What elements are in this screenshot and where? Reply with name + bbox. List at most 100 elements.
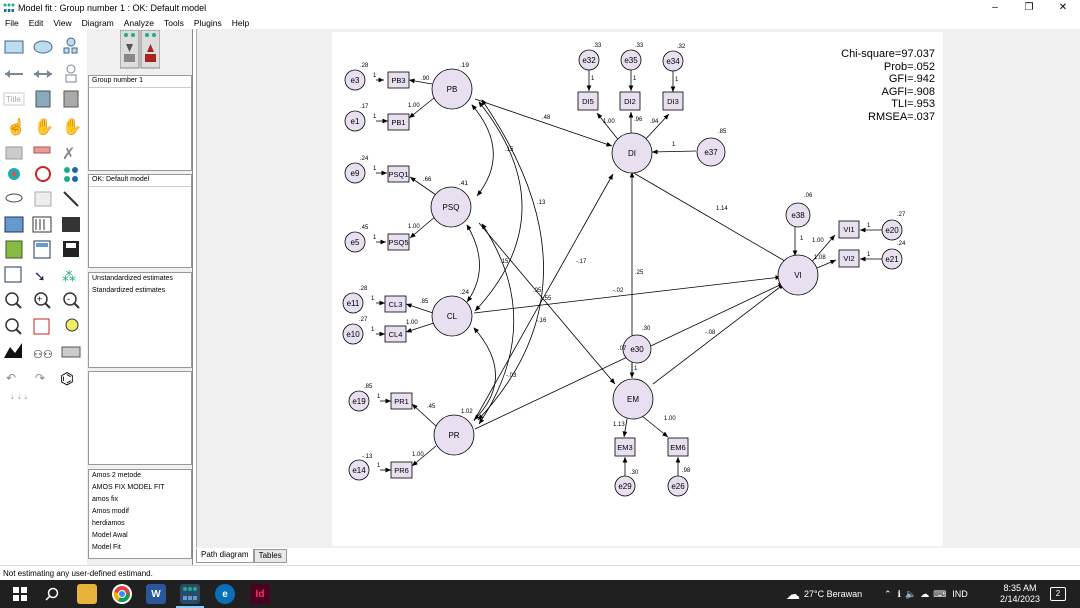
indesign-icon[interactable]: Id [250, 584, 270, 604]
error-e5[interactable] [344, 231, 366, 253]
latent-vi[interactable] [777, 254, 819, 296]
language-indicator[interactable]: IND [952, 589, 968, 599]
error-e1[interactable] [344, 110, 366, 132]
error-e32[interactable] [578, 49, 600, 71]
standardized-option[interactable]: Standardized estimates [92, 287, 166, 294]
error-e38[interactable] [785, 202, 811, 228]
fit-page-icon[interactable] [33, 318, 50, 335]
maximize-button[interactable]: ❐ [1024, 2, 1034, 13]
shape-change-icon[interactable] [8, 168, 20, 180]
print-icon[interactable] [61, 346, 81, 358]
preserve-symmetries-icon[interactable]: ⁂ [62, 268, 76, 284]
menu-tools[interactable]: Tools [164, 17, 184, 28]
onedrive-icon[interactable]: ☁ [920, 588, 930, 599]
file-item[interactable]: Amos modif [92, 508, 129, 515]
analysis-properties-icon[interactable] [32, 216, 52, 233]
file-item[interactable]: Amos 2 metode [92, 472, 142, 479]
notification-badge[interactable]: 2 [1050, 587, 1066, 601]
error-e11[interactable] [342, 292, 364, 314]
drag-properties-icon[interactable]: ➘ [34, 268, 46, 284]
duplicate-icon[interactable] [5, 146, 23, 160]
observed-psq5[interactable] [387, 233, 410, 251]
chrome-icon[interactable] [112, 584, 132, 604]
observed-pb1[interactable] [387, 113, 410, 131]
error-e10[interactable] [342, 323, 364, 345]
draw-unobserved-icon[interactable] [33, 40, 53, 54]
observed-cl4[interactable] [384, 325, 407, 343]
unique-variable-icon[interactable] [65, 64, 77, 83]
move-icon[interactable] [33, 146, 51, 154]
multiple-group-icon[interactable]: ⚇⚇ [33, 349, 53, 361]
observed-di3[interactable] [662, 91, 684, 111]
file-item[interactable]: Model Fit [92, 544, 121, 551]
file-explorer-icon[interactable] [77, 584, 97, 604]
observed-di5[interactable] [577, 91, 599, 111]
magnifier-icon[interactable] [65, 318, 79, 332]
zoom-out-icon[interactable]: - [63, 292, 80, 309]
network-icon[interactable]: ℹ [897, 588, 901, 599]
rotate-icon[interactable] [35, 166, 51, 182]
menu-plugins[interactable]: Plugins [193, 17, 222, 28]
minimize-button[interactable]: – [992, 2, 998, 13]
error-e21[interactable] [881, 248, 903, 270]
groups-item[interactable]: Group number 1 [89, 76, 191, 88]
latent-cl[interactable] [431, 295, 473, 337]
tab-tables[interactable]: Tables [253, 549, 287, 563]
observed-em3[interactable] [614, 437, 636, 457]
zoom-in-area-icon[interactable] [5, 292, 22, 309]
error-e20[interactable] [881, 219, 903, 241]
error-e3[interactable] [344, 69, 366, 91]
save-icon[interactable] [63, 241, 79, 257]
title-icon[interactable]: Title [3, 92, 25, 106]
view-input-output-toggle[interactable] [119, 29, 161, 70]
select-one-icon[interactable]: ☝ [6, 117, 26, 136]
observed-pr6[interactable] [390, 461, 413, 479]
single-arrow-icon[interactable] [5, 70, 23, 78]
reflect-icon[interactable] [64, 167, 78, 182]
unstandardized-option[interactable]: Unstandardized estimates [92, 275, 173, 282]
word-icon[interactable]: W [146, 584, 166, 604]
object-properties-icon[interactable] [4, 266, 22, 283]
observed-di2[interactable] [619, 91, 641, 111]
error-e9[interactable] [344, 162, 366, 184]
list-data-icon[interactable] [63, 90, 79, 108]
amos-taskbar-icon[interactable] [180, 584, 200, 604]
menu-file[interactable]: File [5, 17, 19, 28]
error-e37[interactable] [696, 137, 726, 167]
observed-pb3[interactable] [387, 71, 410, 89]
move-parameter-icon[interactable] [5, 193, 23, 203]
calculate-estimates-icon[interactable] [62, 217, 80, 232]
latent-di[interactable] [611, 132, 653, 174]
copy-clipboard-icon[interactable] [5, 240, 23, 259]
erase-icon[interactable]: ✗ [62, 146, 75, 163]
menu-diagram[interactable]: Diagram [81, 17, 114, 28]
windows-start-icon[interactable] [10, 584, 30, 604]
view-page-icon[interactable] [5, 318, 22, 335]
file-item[interactable]: Model Awal [92, 532, 128, 539]
observed-vi2[interactable] [838, 249, 860, 268]
error-e19[interactable] [348, 390, 370, 412]
list-variables-icon[interactable] [35, 90, 51, 108]
error-e30[interactable] [622, 334, 652, 364]
observed-em6[interactable] [667, 437, 689, 457]
chevron-up-icon[interactable]: ⌃ [884, 588, 892, 599]
weather-widget[interactable]: ☁ 27°C Berawan [786, 580, 862, 608]
observed-cl3[interactable] [384, 295, 407, 313]
latent-psq[interactable] [430, 186, 472, 228]
degrees-freedom-icon[interactable] [4, 343, 22, 358]
menu-edit[interactable]: Edit [28, 17, 44, 28]
error-e34[interactable] [662, 50, 684, 72]
scroll-icon[interactable] [34, 191, 52, 207]
specification-search-icon[interactable]: ⌬ [60, 371, 74, 388]
draw-indicator-icon[interactable] [63, 37, 78, 54]
keyboard-icon[interactable]: ⌨ [933, 588, 947, 599]
menu-help[interactable]: Help [231, 17, 250, 28]
path-diagram[interactable]: Chi-square=97.037 Prob=.052 GFI=.942 AGF… [332, 32, 943, 546]
undo-icon[interactable]: ↶ [6, 371, 16, 385]
latent-pr[interactable] [433, 414, 475, 456]
double-arrow-icon[interactable] [34, 70, 52, 78]
error-e14[interactable] [348, 459, 370, 481]
data-files-icon[interactable] [4, 216, 24, 233]
text-output-icon[interactable] [33, 240, 51, 259]
file-item[interactable]: amos fix [92, 496, 119, 503]
